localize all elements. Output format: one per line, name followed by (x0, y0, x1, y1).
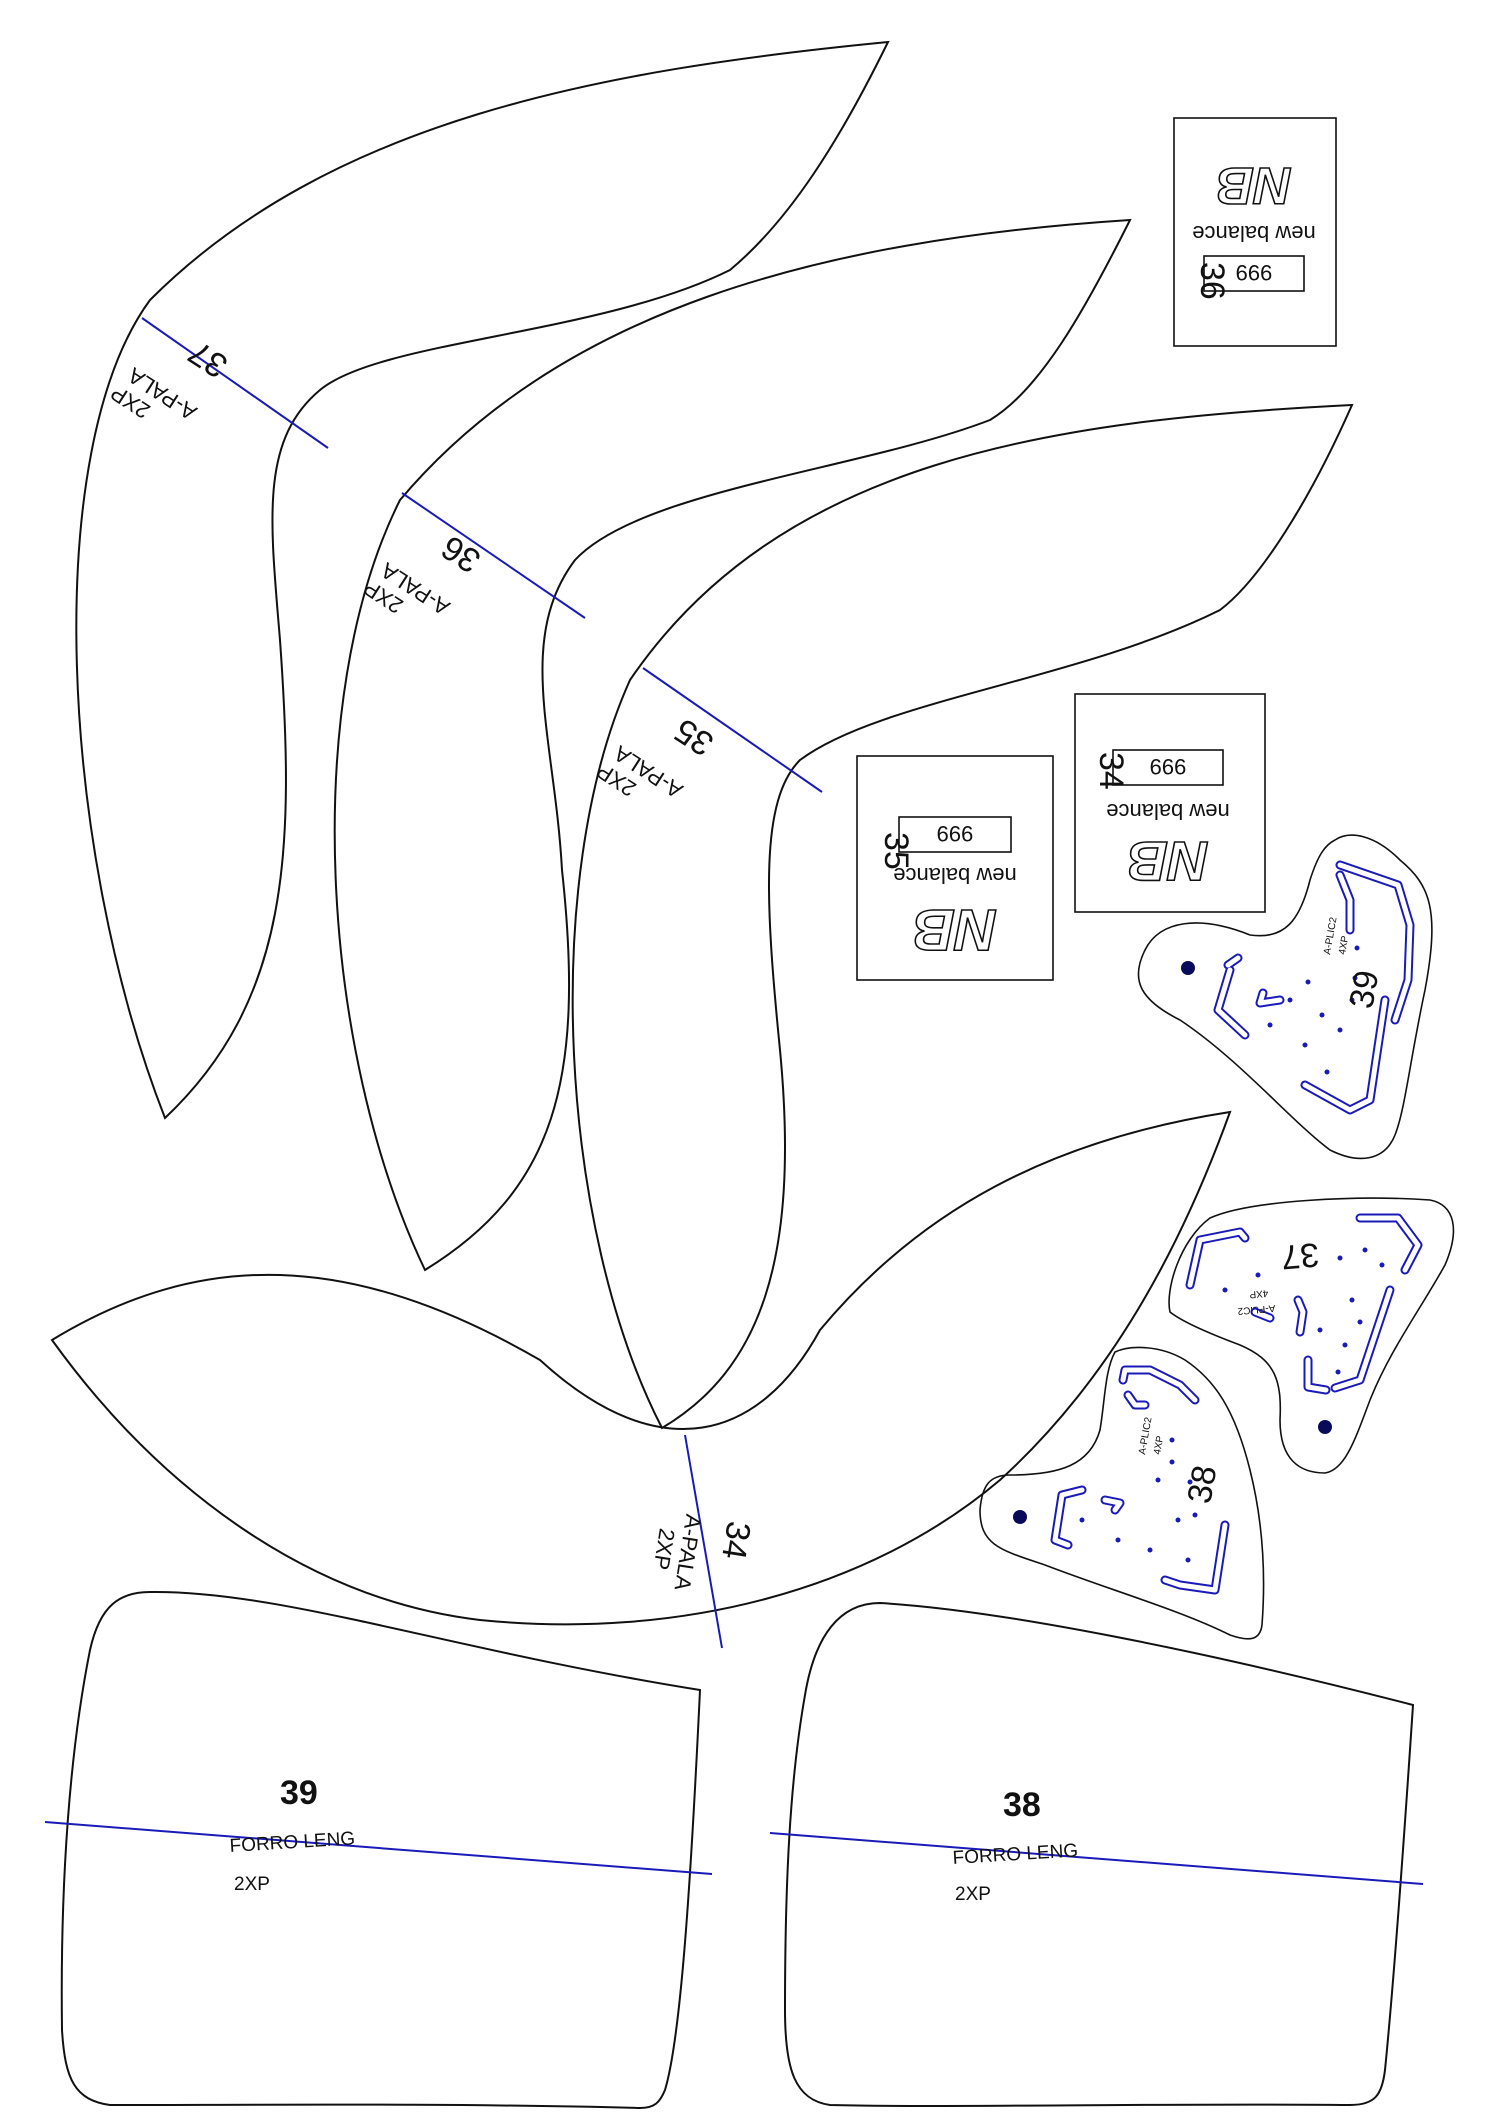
brand-label-36[interactable]: 36 999 new balance NB (1173, 117, 1337, 347)
quantity-label: 2XP (955, 1884, 991, 1905)
plic-piece-37[interactable]: 37 A-PLIC2 4XP (1168, 1197, 1455, 1474)
grain-line (684, 1434, 723, 1649)
brand-name: new balance (1106, 799, 1230, 824)
plic-piece-38[interactable]: 38 A-PLIC2 4XP (979, 1346, 1265, 1640)
pala-piece-37[interactable]: 37 A-PALA 2XP (75, 40, 890, 1120)
quantity-label: 4XP (1249, 1287, 1269, 1300)
grain-line (44, 1821, 713, 1875)
nb-logo-icon: NB (913, 897, 997, 962)
size-label: 35 (668, 711, 720, 763)
size-label: 35 (877, 832, 915, 870)
piece-name: FORRO LENG (952, 1840, 1079, 1869)
grain-line (141, 317, 329, 449)
pala-piece-36[interactable]: 36 A-PALA 2XP (333, 218, 1132, 1272)
quantity-label: 2XP (234, 1874, 270, 1895)
plic-piece-39[interactable]: 39 A-PLIC2 4XP (1137, 834, 1433, 1160)
brand-name: new balance (1192, 221, 1316, 246)
size-label: 36 (435, 528, 487, 580)
brand-label-34[interactable]: 34 999 new balance NB (1074, 693, 1266, 913)
nb-logo-icon: NB (1128, 830, 1209, 893)
quantity-label: 4XP (1152, 1435, 1166, 1456)
piece-name: A-PLIC2 (1237, 1302, 1276, 1316)
forro-piece-39[interactable]: 39 FORRO LENG 2XP (44, 1590, 713, 2110)
size-label: 39 (280, 1774, 318, 1812)
grain-line (401, 492, 586, 619)
nb-logo-icon: NB (1216, 156, 1291, 214)
grain-line (642, 667, 823, 793)
brand-name: new balance (893, 863, 1017, 888)
quantity-label: 4XP (1337, 935, 1351, 956)
forro-piece-38[interactable]: 38 FORRO LENG 2XP (769, 1601, 1424, 2107)
size-label: 37 (1280, 1235, 1321, 1276)
model-label: 999 (1150, 754, 1187, 779)
grain-line (769, 1832, 1424, 1885)
pala-piece-34[interactable]: 34 A-PALA 2XP (50, 1110, 1232, 1649)
quantity-label: 2XP (649, 1527, 680, 1572)
size-label: 38 (1180, 1463, 1224, 1507)
model-label: 999 (937, 821, 974, 846)
size-label: 36 (1193, 262, 1231, 300)
size-label: 34 (1092, 752, 1130, 790)
size-label: 34 (714, 1519, 757, 1562)
brand-label-35[interactable]: 35 999 new balance NB (856, 755, 1054, 981)
size-label: 39 (1342, 968, 1386, 1012)
size-label: 38 (1003, 1786, 1041, 1824)
model-label: 999 (1236, 260, 1273, 285)
piece-name: FORRO LENG (229, 1828, 356, 1857)
